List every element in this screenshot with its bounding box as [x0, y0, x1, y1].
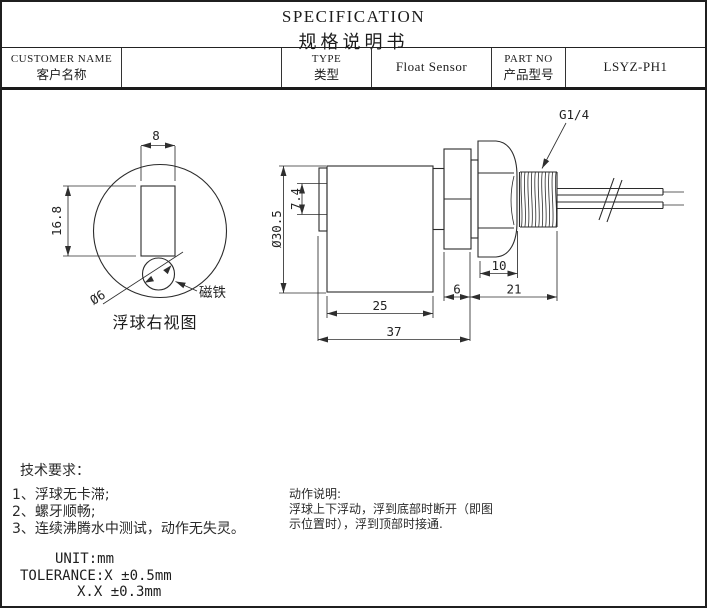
dim-nut-text: 10 [491, 258, 506, 273]
type-label-cell: TYPE 类型 [282, 48, 372, 87]
float-outline-circle [92, 163, 228, 299]
dim-thread-len [470, 231, 558, 301]
part-value-cell: LSYZ-PH1 [566, 48, 705, 87]
dim-body-len [326, 296, 434, 318]
type-label-en: TYPE [311, 52, 342, 65]
float-view-caption: 浮球右视图 [112, 313, 197, 332]
doc-title-zh: 规格说明书 [298, 32, 409, 53]
action-description-line: 浮球上下浮动，浮到底部时断开（即图 [289, 502, 494, 516]
customer-value-cell [122, 48, 282, 87]
type-value: Float Sensor [395, 59, 468, 75]
action-description: 动作说明: 浮球上下浮动，浮到底部时断开（即图 示位置时），浮到顶部时接通. [289, 487, 493, 532]
wire-outlines [557, 187, 663, 210]
dim-nut [479, 231, 518, 278]
dim-slot-width-text: 8 [152, 128, 160, 143]
hex-nut-body [477, 140, 518, 258]
part-value: LSYZ-PH1 [603, 59, 668, 75]
tech-requirement-item: 2、螺牙顺畅; [12, 504, 96, 520]
thread-spec-text: G1/4 [559, 107, 589, 122]
dim-flange-text: 6 [453, 282, 461, 297]
float-right-view: 8 16.8 Ø6 磁铁 浮球右视图 [49, 128, 228, 332]
unit-text: UNIT:mm [55, 551, 115, 567]
title-block: SPECIFICATION 规格说明书 [2, 2, 705, 53]
magnet-leader-line [175, 281, 198, 292]
tech-requirement-item: 3、连续沸腾水中测试，动作无失灵。 [12, 521, 245, 537]
type-label-zh: 类型 [313, 66, 339, 82]
hex-nut-facet-arc [510, 175, 515, 226]
part-label-zh: 产品型号 [503, 66, 554, 82]
wires [557, 177, 684, 223]
magnet-label: 磁铁 [199, 285, 226, 301]
hex-nut-flats [478, 172, 514, 229]
dim-magnet-dia-leader [102, 251, 184, 305]
magnet-slot-rect [140, 185, 176, 257]
dim-body-len-text: 25 [372, 298, 387, 313]
stem-step-rect [432, 167, 445, 231]
wire-break-marks [598, 177, 623, 223]
dim-slot-height [63, 185, 136, 257]
action-description-heading: 动作说明: [289, 487, 342, 501]
tech-requirements: 技术要求： 1、浮球无卡滞; 2、螺牙顺畅; 3、连续沸腾水中测试，动作无失灵。 [12, 463, 245, 538]
dim-slot-width [140, 142, 176, 181]
sensor-side-view: G1/4 Ø30.5 7.4 25 [269, 107, 684, 343]
dim-total-len-text: 37 [386, 324, 401, 339]
thread-region-outline [518, 171, 558, 228]
doc-title-en: SPECIFICATION [281, 7, 426, 26]
type-value-cell: Float Sensor [372, 48, 492, 87]
washer-rect [470, 159, 479, 239]
tolerance-line-1: TOLERANCE:X ±0.5mm [20, 567, 172, 584]
dim-flange [443, 252, 470, 301]
tech-requirement-item: 1、浮球无卡滞; [12, 487, 110, 503]
float-body-rect [326, 165, 434, 293]
customer-label-en: CUSTOMER NAME [10, 52, 113, 65]
dim-body-dia-text: Ø30.5 [269, 210, 284, 248]
action-description-line: 示位置时），浮到顶部时接通. [289, 517, 443, 531]
tech-requirements-heading: 技术要求： [20, 463, 90, 479]
thread-spec-leader [541, 122, 567, 169]
part-label-cell: PART NO 产品型号 [492, 48, 566, 87]
thread-lines [520, 172, 557, 227]
dim-cap-text: 7.4 [289, 188, 303, 210]
customer-label-zh: 客户名称 [36, 66, 87, 82]
info-bar-divider [2, 87, 705, 90]
dim-thread-len-text: 21 [506, 282, 521, 297]
part-label-en: PART NO [504, 52, 553, 65]
dim-magnet-dia-text: Ø6 [87, 287, 108, 308]
tolerance-line-2: X.X ±0.3mm [77, 584, 162, 600]
dim-slot-height-text: 16.8 [49, 206, 64, 236]
end-cap-strip [318, 167, 328, 232]
magnet-circle [141, 257, 176, 291]
wire-conductors [663, 191, 684, 206]
unit-tolerance-block: UNIT:mm TOLERANCE:X ±0.5mm X.X ±0.3mm [2, 551, 172, 601]
customer-label-cell: CUSTOMER NAME 客户名称 [2, 48, 122, 87]
dim-cap [297, 183, 327, 215]
